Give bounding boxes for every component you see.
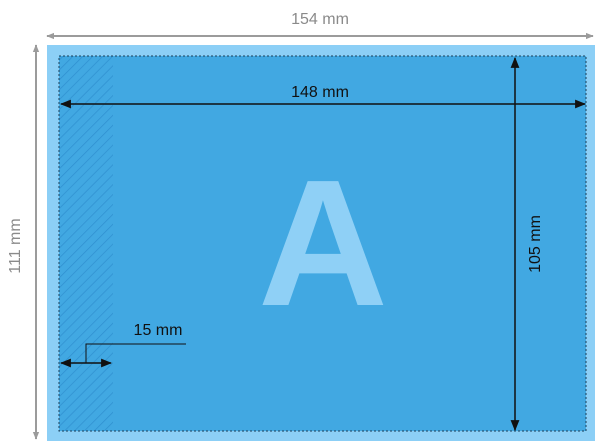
format-letter: A [258,143,388,344]
trim-width-label: 148 mm [291,84,349,101]
margin-label: 15 mm [134,322,183,339]
trim-area [59,56,586,431]
trim-line [58,55,587,432]
trim-height-label: 105 mm [527,215,544,273]
margin-dimension [59,343,186,368]
outer-height-label: 111 mm [7,218,24,273]
outer-width-label: 154 mm [291,11,349,28]
margin-hatch [59,56,113,431]
